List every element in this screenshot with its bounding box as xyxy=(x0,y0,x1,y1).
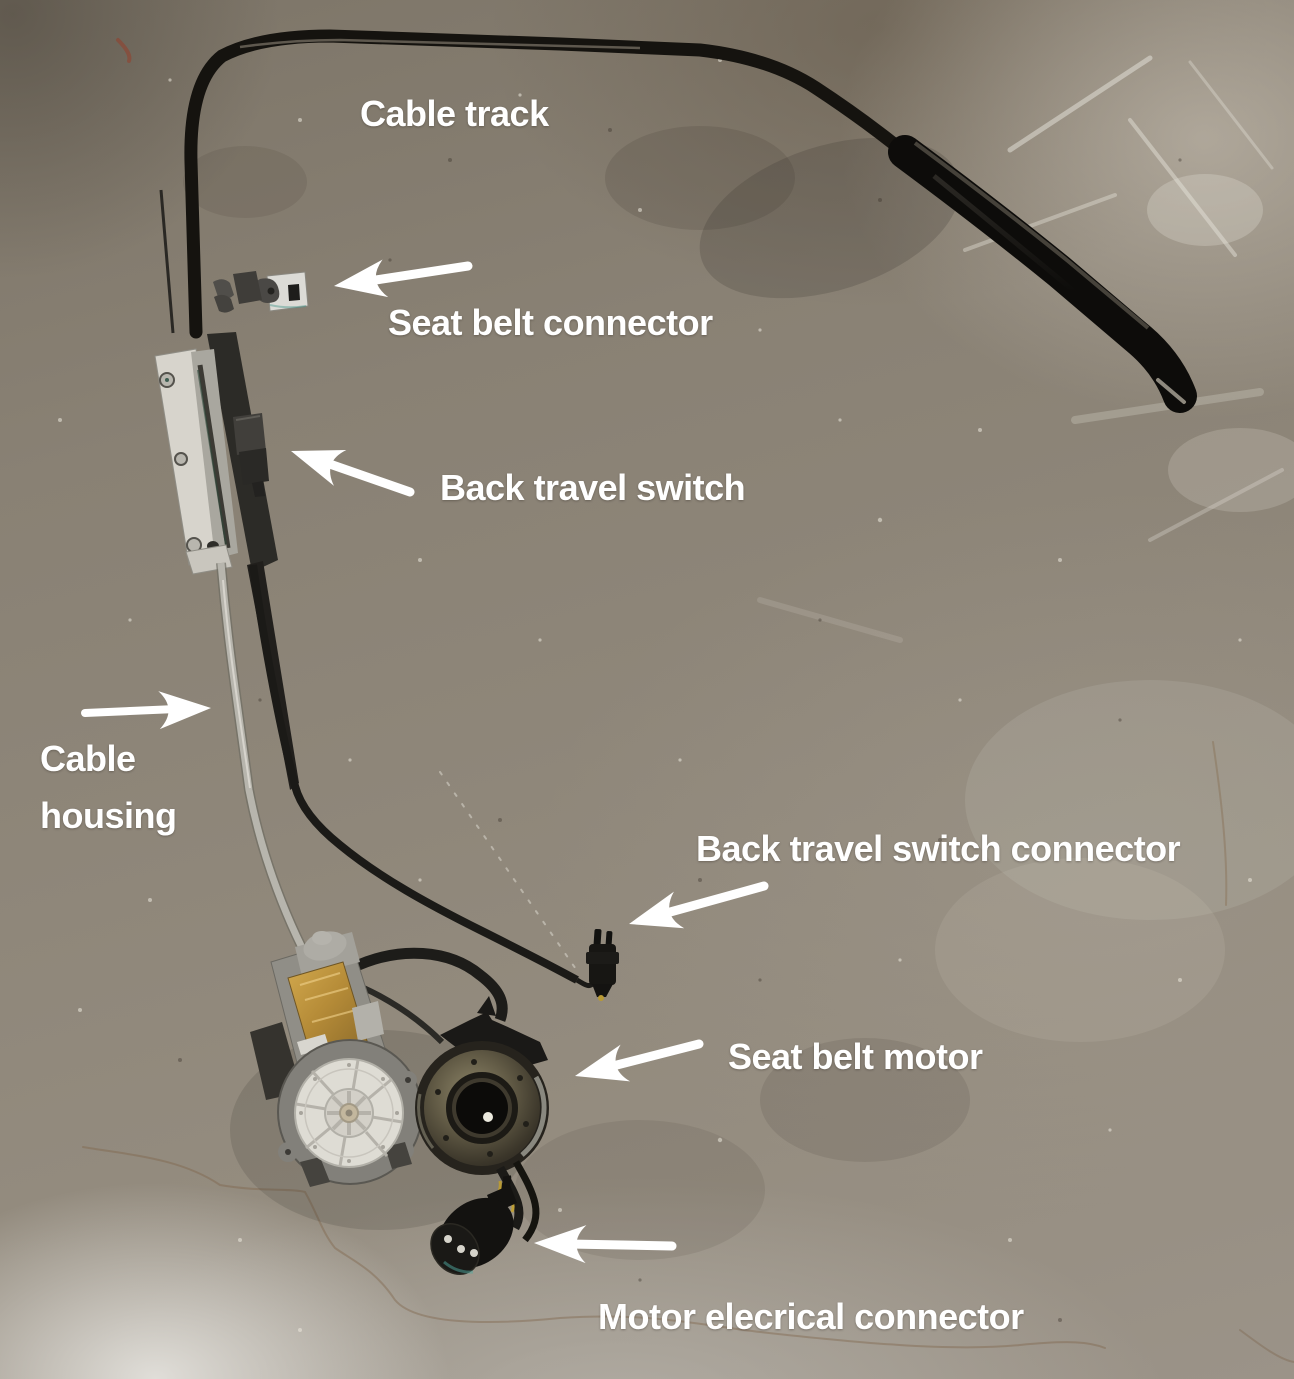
cable-track xyxy=(159,29,1197,413)
motor-electrical-connector-part xyxy=(430,1175,517,1275)
seat-belt-connector-label: Seat belt connector xyxy=(388,302,713,343)
back-travel-switch-connector-label: Back travel switch connector xyxy=(696,828,1181,869)
seat-belt-connector-part xyxy=(213,271,309,313)
floor-specks xyxy=(58,58,1252,1332)
seat-belt-connector-arrow xyxy=(334,259,473,298)
floor-cracks xyxy=(82,38,1294,1363)
back-travel-switch-arrow xyxy=(291,449,415,497)
seat-belt-motor-label: Seat belt motor xyxy=(728,1036,983,1077)
floor-stains xyxy=(183,126,1294,1260)
seat-belt-motor-arrow xyxy=(575,1039,704,1082)
cable-housing-arrow xyxy=(81,691,211,730)
annotation-arrows xyxy=(81,259,769,1264)
cable-housing-label-line1: Cable xyxy=(40,738,136,779)
cable-track-label: Cable track xyxy=(360,93,549,134)
cable-housing-label: Cable housing xyxy=(40,730,177,844)
motor-electrical-connector-arrow xyxy=(534,1225,677,1264)
back-travel-switch-connector-arrow xyxy=(629,881,769,929)
cable-housing-label-line2: housing xyxy=(40,795,177,836)
seat-belt-motor-part xyxy=(230,931,549,1243)
back-travel-switch-label: Back travel switch xyxy=(440,467,746,508)
back-travel-switch-cable xyxy=(249,564,600,989)
motor-electrical-connector-label: Motor elecrical connector xyxy=(598,1296,1024,1337)
back-travel-switch-connector-part xyxy=(586,928,619,1001)
